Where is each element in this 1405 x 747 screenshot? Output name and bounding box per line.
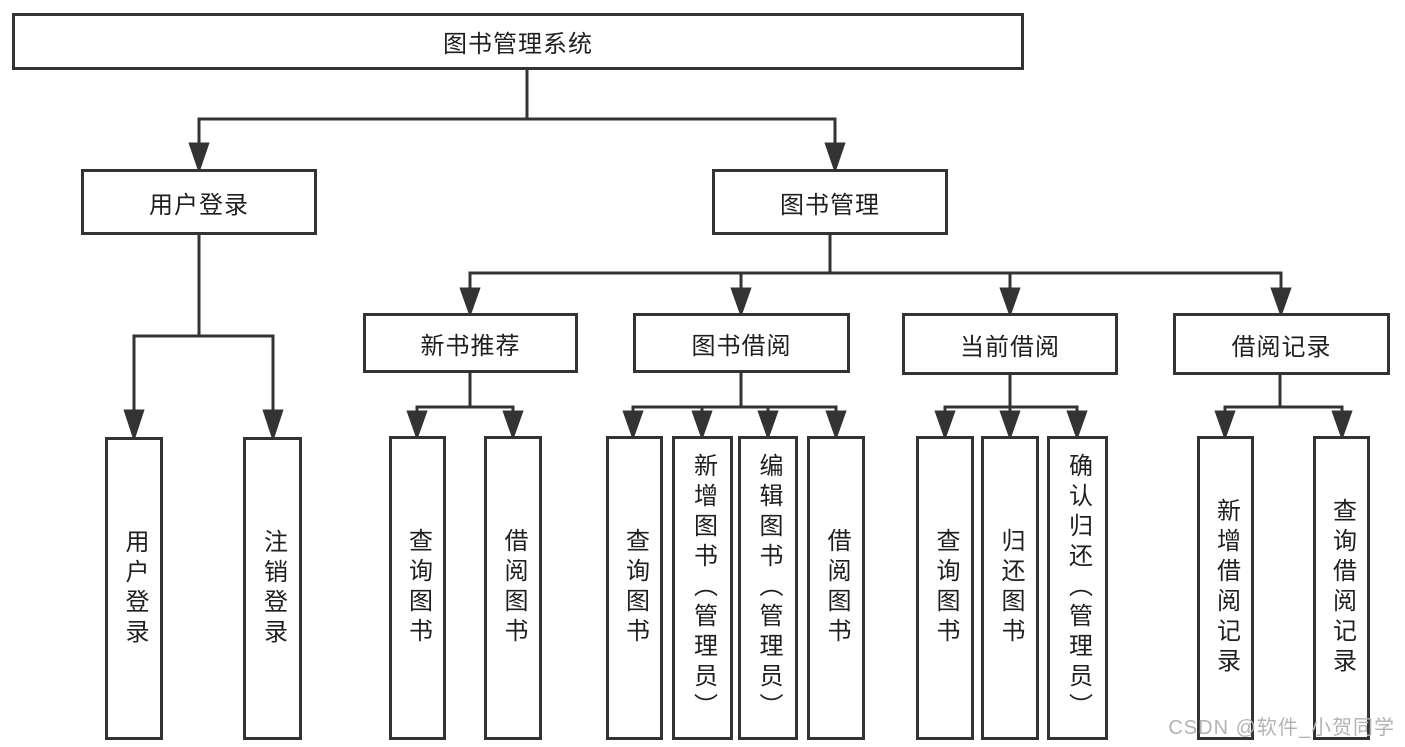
node-leaf-add-borrow-record: 新增借阅记录: [1197, 436, 1254, 740]
node-leaf-query-borrow-record: 查询借阅记录: [1313, 436, 1370, 740]
node-label: 借阅记录: [1231, 333, 1332, 361]
node-label: 新增借阅记录: [1212, 498, 1240, 678]
node-label: 查询图书: [404, 528, 432, 648]
node-leaf-borrow-books-1: 借阅图书: [484, 436, 542, 740]
node-leaf-borrow-books-2: 借阅图书: [807, 436, 865, 740]
node-current-borrow: 当前借阅: [902, 313, 1118, 375]
node-leaf-logout: 注销登录: [243, 437, 302, 740]
node-leaf-query-books-2: 查询图书: [606, 436, 663, 740]
node-label: 当前借阅: [960, 333, 1060, 361]
watermark: CSDN @软件_小贺同学: [1168, 717, 1395, 739]
node-label: 归还图书: [997, 528, 1024, 648]
node-library-management-system: 图书管理系统: [12, 13, 1024, 70]
node-leaf-add-books-admin: 新增图书（管理员）: [672, 436, 733, 740]
node-label: 借阅图书: [823, 528, 850, 648]
node-book-borrow: 图书借阅: [633, 313, 850, 373]
node-label: 图书管理系统: [443, 31, 593, 58]
node-new-book-recommend: 新书推荐: [363, 313, 578, 373]
node-borrow-record: 借阅记录: [1173, 313, 1390, 375]
node-label: 编辑图书（管理员）: [755, 453, 782, 723]
node-user-login-group: 用户登录: [81, 169, 317, 235]
node-book-management: 图书管理: [712, 169, 948, 235]
node-label: 借阅图书: [500, 528, 527, 648]
node-leaf-user-login: 用户登录: [105, 437, 163, 740]
node-leaf-confirm-return-admin: 确认归还（管理员）: [1047, 436, 1108, 740]
node-label: 查询图书: [621, 528, 649, 648]
node-label: 注销登录: [259, 528, 287, 649]
node-label: 用户登录: [149, 191, 249, 219]
node-label: 确认归还（管理员）: [1064, 453, 1092, 723]
node-label: 用户登录: [121, 528, 148, 649]
node-label: 查询借阅记录: [1328, 498, 1356, 678]
node-label: 图书管理: [780, 191, 880, 219]
node-leaf-edit-books-admin: 编辑图书（管理员）: [738, 436, 798, 740]
node-label: 图书借阅: [691, 332, 792, 360]
node-label: 新增图书（管理员）: [689, 453, 717, 723]
node-leaf-query-books-3: 查询图书: [916, 436, 974, 740]
node-label: 新书推荐: [420, 332, 521, 360]
node-label: 查询图书: [932, 528, 959, 648]
node-leaf-return-books: 归还图书: [981, 436, 1039, 740]
node-leaf-query-books-1: 查询图书: [389, 436, 446, 740]
